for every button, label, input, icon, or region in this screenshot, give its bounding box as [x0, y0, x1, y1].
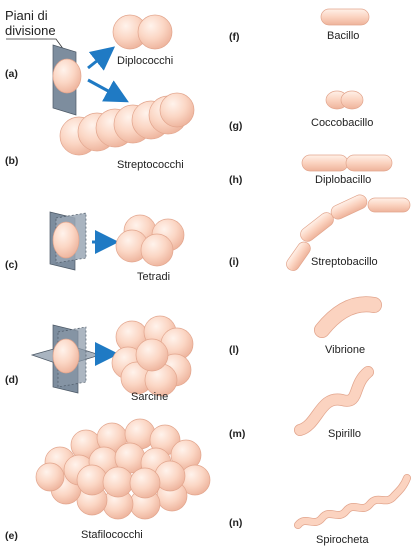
- panel-e-staphylococci-cluster: [35, 418, 211, 520]
- coccus-cell: [159, 92, 195, 128]
- panel-h-label: Diplobacillo: [315, 174, 372, 186]
- panel-a-letter: (a): [5, 68, 18, 80]
- panel-m-label: Spirillo: [328, 428, 362, 440]
- coccus-cell: [340, 90, 364, 110]
- panel-d-label: Sarcine: [131, 391, 169, 403]
- panel-h-diplobacillus: [301, 154, 393, 172]
- panel-c-label: Tetradi: [137, 271, 171, 283]
- panel-l-vibrio: [314, 297, 382, 338]
- caption-pointer-line: [6, 38, 65, 51]
- panel-n-letter: (n): [229, 517, 243, 529]
- panel-m-spirillum: [294, 366, 374, 436]
- bacillus-cell: [286, 241, 311, 271]
- dividing-cell: [52, 338, 80, 374]
- panel-g-letter: (g): [229, 120, 243, 132]
- panel-b-label: Streptococchi: [117, 159, 184, 171]
- coccus-cell: [135, 338, 169, 372]
- coccus-cell: [140, 233, 174, 267]
- panel-b-streptococci-chain: [59, 92, 195, 156]
- bacillus-cell: [330, 194, 368, 220]
- caption-line-1: Piani di: [5, 8, 48, 23]
- bacillus-cell: [301, 154, 349, 172]
- bacillus-cell: [300, 212, 334, 242]
- panel-l-label: Vibrione: [325, 344, 366, 356]
- arrow-icon: [87, 78, 129, 103]
- panel-m-letter: (m): [229, 428, 246, 440]
- panel-g-coccobacillus: [325, 90, 364, 110]
- panel-h-letter: (h): [229, 174, 243, 186]
- panel-c-tetrads: [49, 211, 185, 271]
- panel-g-label: Coccobacillo: [311, 117, 374, 129]
- arrow-icon: [87, 46, 116, 71]
- panel-f-letter: (f): [229, 31, 240, 43]
- coccus-cell: [129, 467, 161, 499]
- bacillus-cell: [367, 197, 411, 213]
- panel-e-label: Stafilococchi: [81, 529, 143, 541]
- panel-a-diplococci: [52, 14, 173, 116]
- panel-f-bacillus: [320, 8, 370, 26]
- panel-d-letter: (d): [5, 374, 19, 386]
- caption-line-2: divisione: [5, 23, 56, 38]
- panel-n-spirochete: [294, 474, 411, 529]
- panel-c-letter: (c): [5, 259, 18, 271]
- coccus-cell: [76, 464, 108, 496]
- panel-f-label: Bacillo: [327, 30, 360, 42]
- panel-a-label: Diplococchi: [117, 55, 174, 67]
- coccus-cell: [35, 462, 65, 492]
- bacillus-cell: [345, 154, 393, 172]
- panel-b-letter: (b): [5, 155, 19, 167]
- panel-d-sarcinae: [30, 315, 194, 397]
- coccus-cell: [137, 14, 173, 50]
- panel-n-label: Spirocheta: [316, 534, 369, 546]
- panel-e-letter: (e): [5, 530, 18, 542]
- panel-i-letter: (i): [229, 256, 239, 268]
- panel-l-letter: (l): [229, 344, 239, 356]
- dividing-cell: [52, 58, 82, 94]
- coccus-cell: [102, 466, 134, 498]
- panel-i-label: Streptobacillo: [311, 256, 378, 268]
- panel-i-streptobacillus: [286, 194, 411, 271]
- dividing-cell: [52, 221, 80, 259]
